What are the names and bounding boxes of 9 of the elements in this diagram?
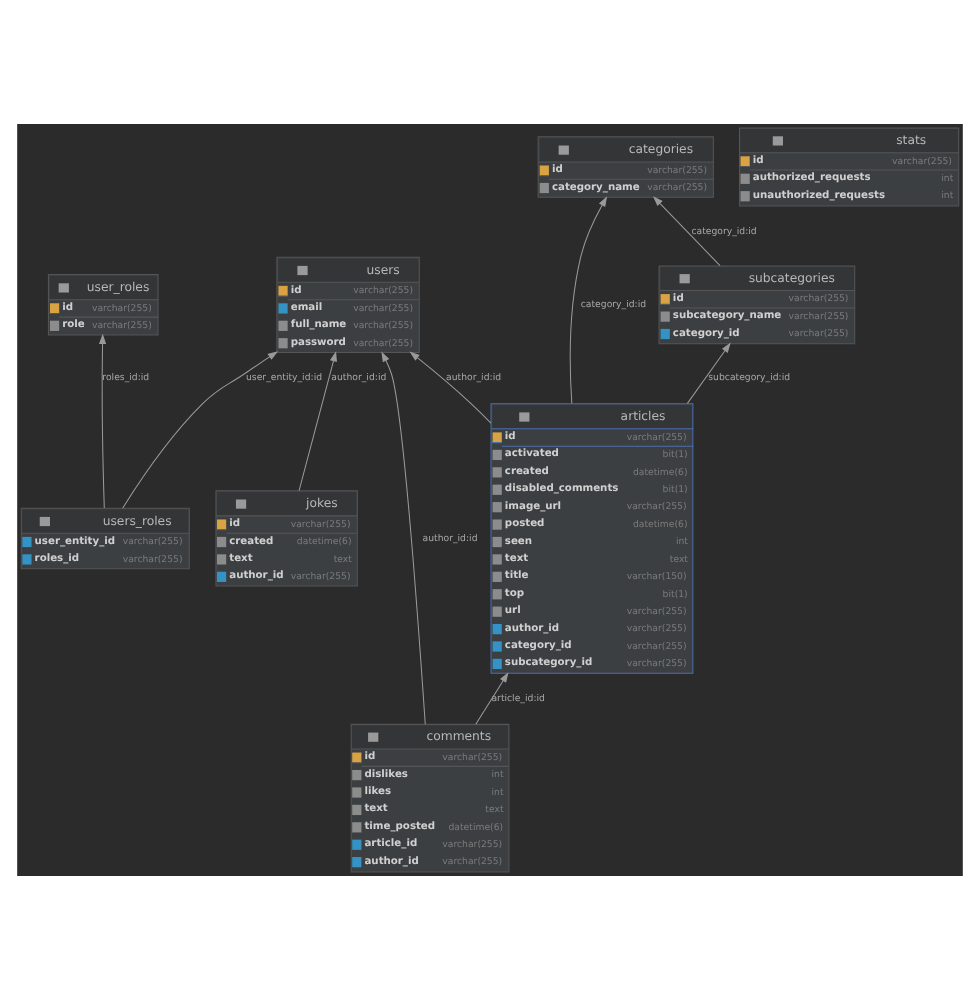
arrow [475,672,509,725]
arrow [98,333,107,509]
arrow [652,196,721,267]
arrow [122,351,279,509]
arrow [569,196,608,404]
arrow [381,351,426,725]
arrow [686,342,731,404]
arrow [409,351,492,424]
arrow [298,351,337,492]
